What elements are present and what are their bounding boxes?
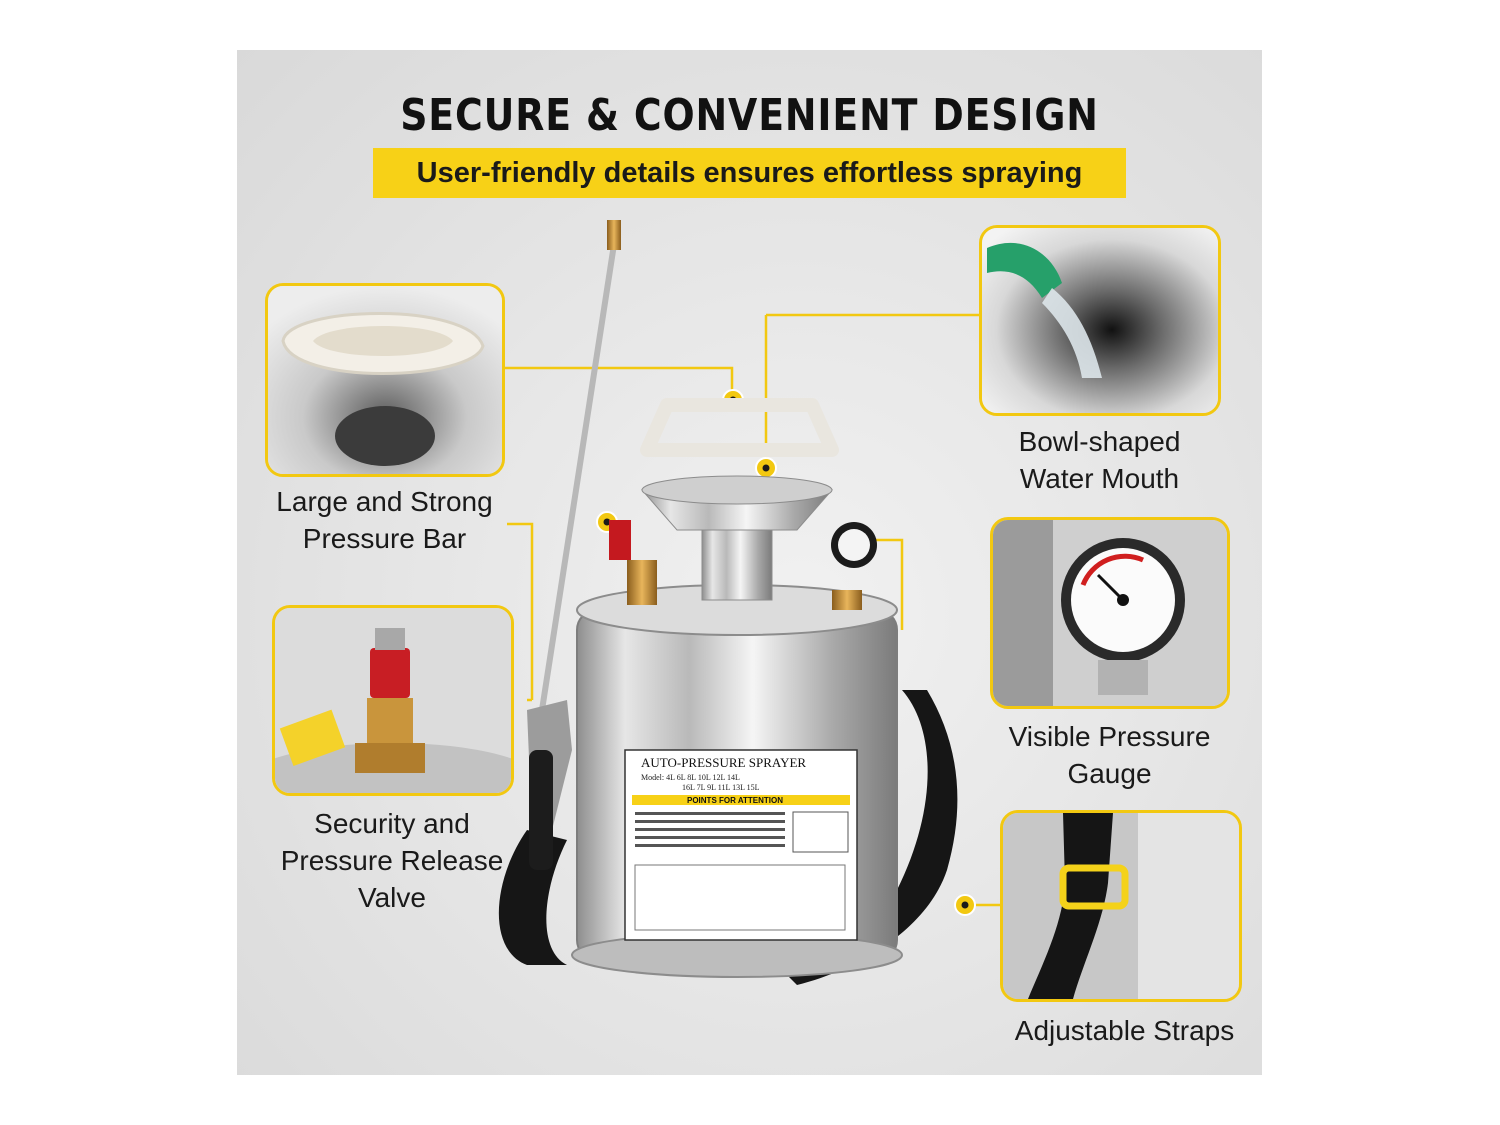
subtitle-text: User-friendly details ensures effortless… <box>416 157 1083 189</box>
thumbnail-pressure-bar <box>265 283 505 477</box>
thumbnail-pressure-gauge <box>990 517 1230 709</box>
page-title: SECURE & CONVENIENT DESIGN <box>400 90 1099 141</box>
caption-straps: Adjustable Straps <box>1014 1015 1235 1046</box>
product-infographic: SECURE & CONVENIENT DESIGN User-friendly… <box>237 50 1262 1075</box>
sprayer-illustration: AUTO-PRESSURE SPRAYER Model: 4L 6L 8L 10… <box>498 220 958 985</box>
label-models-1: Model: 4L 6L 8L 10L 12L 14L <box>641 773 740 782</box>
thumbnail-water-mouth <box>979 225 1221 416</box>
thumbnail-straps <box>1000 810 1242 1002</box>
label-models-2: 16L 7L 9L 11L 13L 15L <box>682 783 760 792</box>
label-attention: POINTS FOR ATTENTION <box>687 796 783 805</box>
thumbnail-release-valve <box>272 605 514 796</box>
label-heading: AUTO-PRESSURE SPRAYER <box>641 755 806 770</box>
subtitle-banner: User-friendly details ensures effortless… <box>373 148 1126 198</box>
